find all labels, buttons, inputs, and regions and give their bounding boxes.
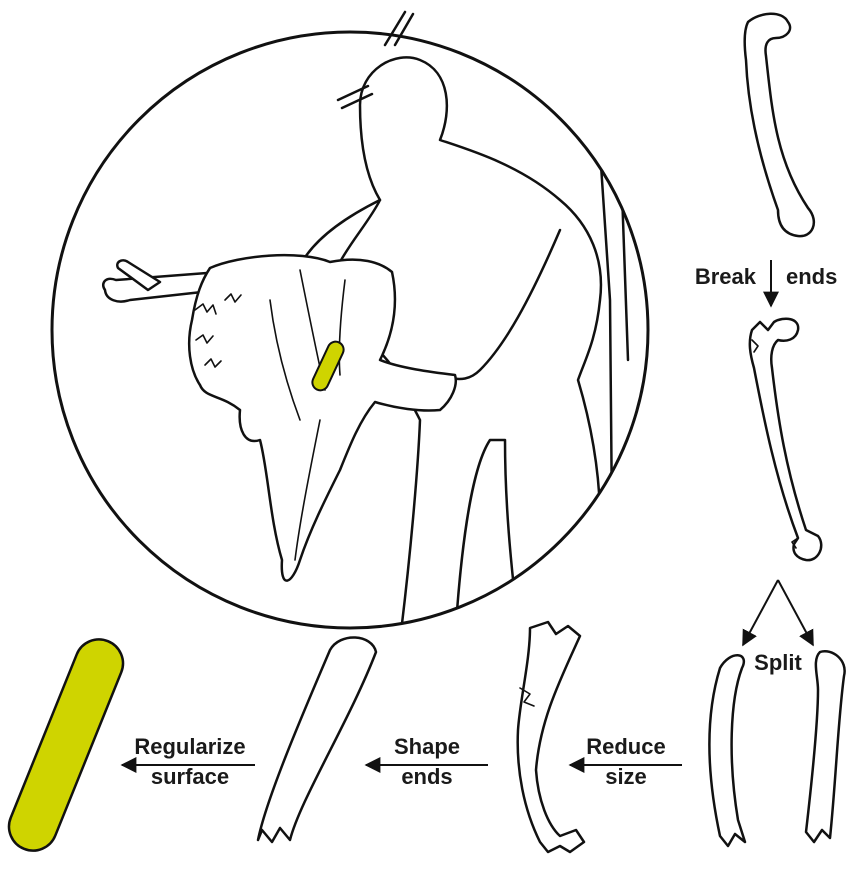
regularize-label: Regularize [134, 734, 245, 759]
reduce-size-label: size [605, 764, 647, 789]
split-arrow-left [743, 580, 778, 645]
split-arrow-right [778, 580, 813, 645]
finished-bone-tool [2, 632, 130, 858]
reduce-label: Reduce [586, 734, 665, 759]
break-label: Break [695, 264, 757, 289]
shaped-bone-blank [258, 637, 376, 842]
regularize-surface-label: surface [151, 764, 229, 789]
break-ends-label: ends [786, 264, 837, 289]
reduced-bone-fragment [518, 622, 584, 852]
split-half-left [709, 655, 745, 846]
split-half-right [806, 651, 845, 842]
hide-scraping-scene [52, 12, 648, 640]
whole-bone [745, 14, 814, 236]
split-label: Split [754, 650, 802, 675]
shape-ends-label: ends [401, 764, 452, 789]
shape-label: Shape [394, 734, 460, 759]
broken-bone [750, 319, 821, 560]
